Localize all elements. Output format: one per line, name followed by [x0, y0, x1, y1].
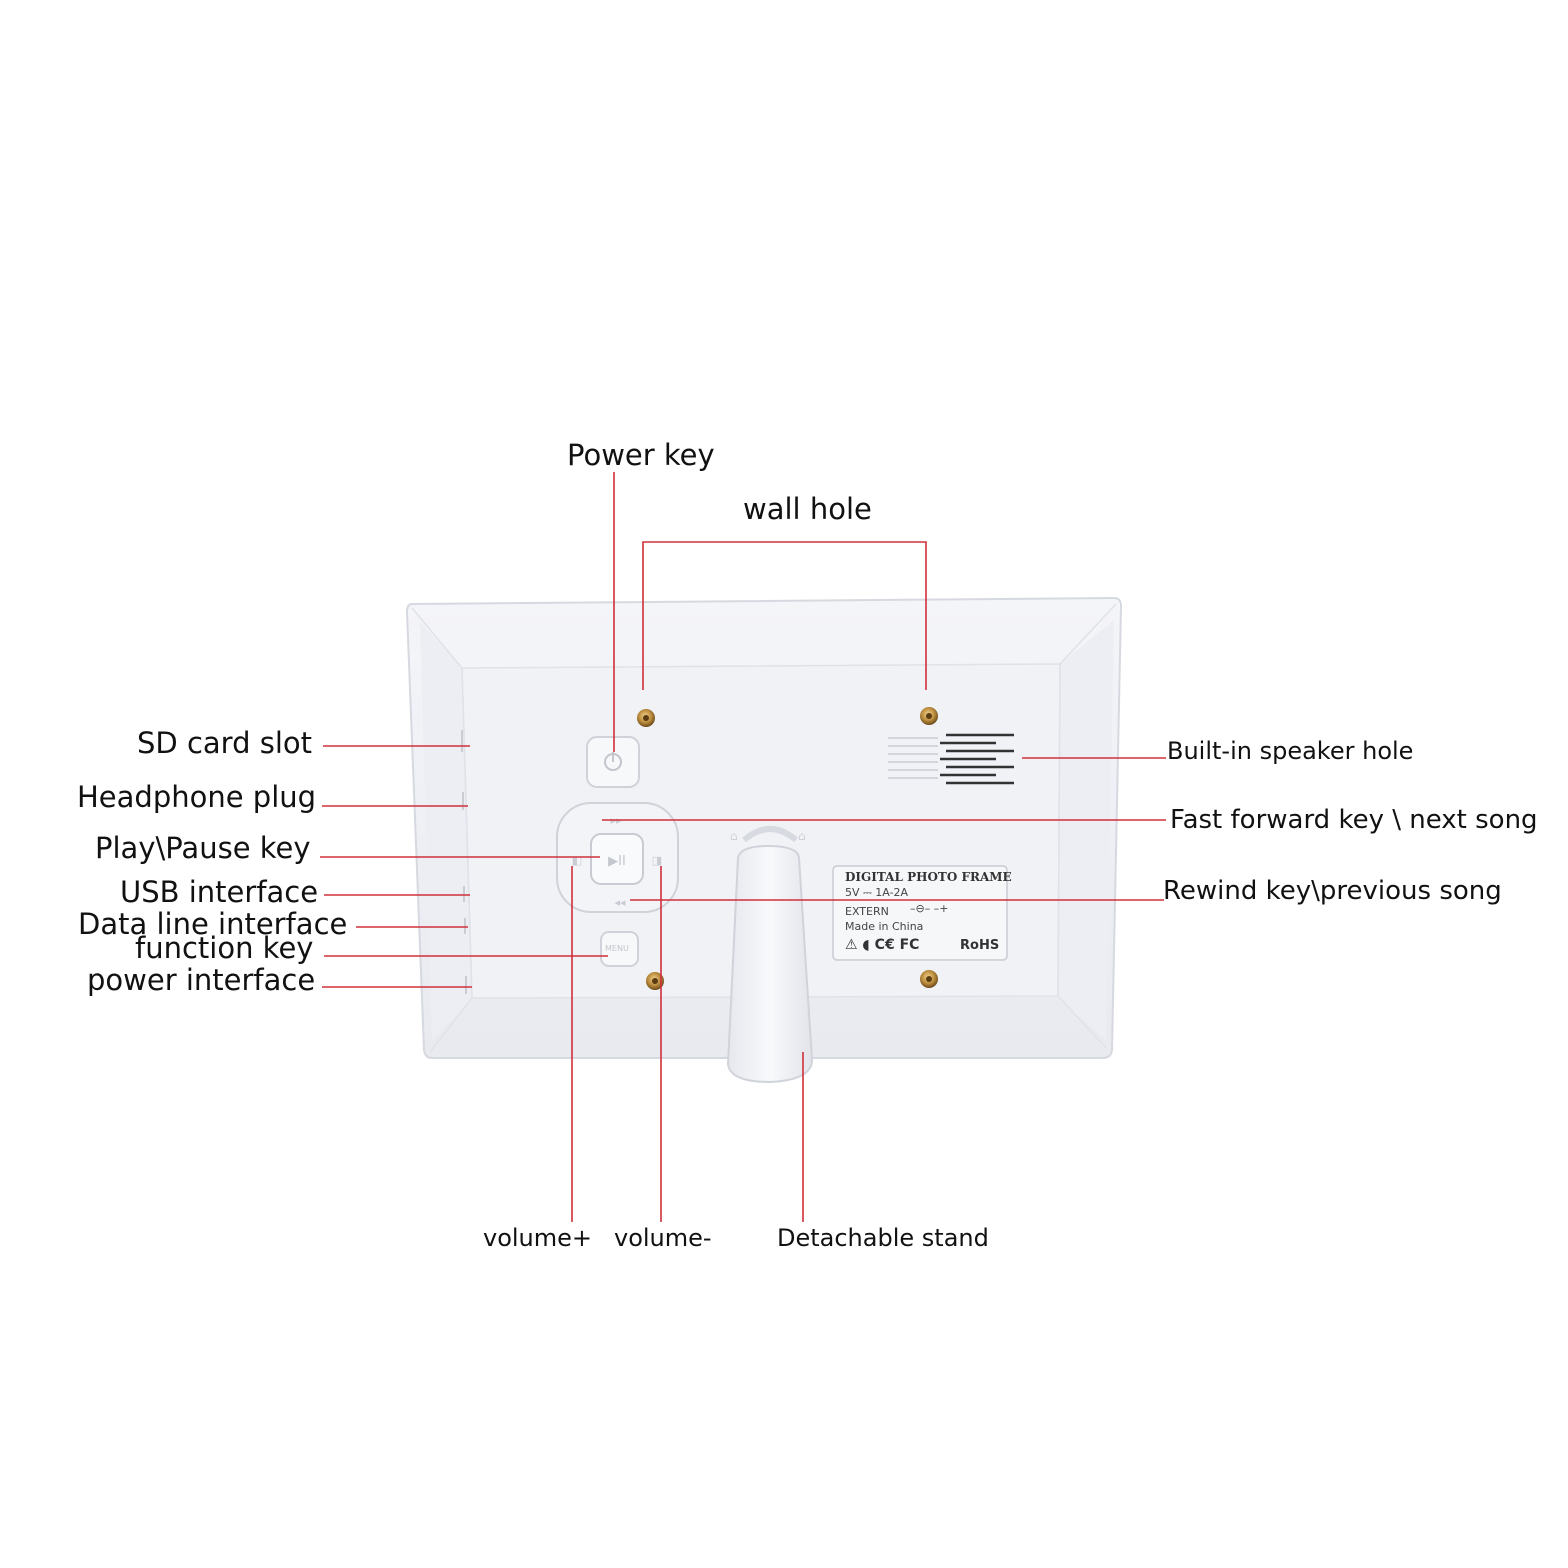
svg-text:◨: ◨: [652, 854, 662, 867]
svg-text:◧: ◧: [572, 854, 582, 867]
label-wall-hole: wall hole: [743, 492, 872, 526]
label-sd-card-slot: SD card slot: [137, 726, 312, 760]
leader-wall-hole: [642, 541, 927, 690]
spec-extern: EXTERN: [845, 905, 889, 918]
svg-text:▶II: ▶II: [608, 854, 626, 869]
label-power-interface: power interface: [87, 963, 316, 997]
spec-title: DIGITAL PHOTO FRAME: [845, 870, 1012, 884]
spec-rohs: RoHS: [960, 938, 1000, 953]
label-play-pause-key: Play\Pause key: [95, 831, 311, 865]
spec-label: [832, 865, 1008, 961]
label-volume-up: volume+: [483, 1224, 593, 1252]
spec-polarity: –⊖– –+: [910, 902, 949, 915]
label-headphone-plug: Headphone plug: [77, 780, 317, 814]
label-detachable-stand: Detachable stand: [777, 1224, 989, 1252]
label-speaker-hole: Built-in speaker hole: [1167, 737, 1414, 765]
svg-text:⌂: ⌂: [798, 829, 806, 843]
label-function-key: function key: [135, 931, 314, 965]
label-power-key: Power key: [567, 438, 715, 472]
label-volume-down: volume-: [614, 1224, 712, 1252]
detachable-stand: [726, 844, 814, 1084]
svg-text:◂◂: ◂◂: [614, 896, 626, 909]
spec-marks: ⚠ ◖ C€ FC: [845, 937, 920, 953]
label-fast-forward: Fast forward key \ next song: [1170, 805, 1538, 835]
speaker-grille: [888, 733, 1014, 785]
side-ports: [461, 730, 467, 994]
menu-button: [600, 931, 639, 967]
spec-origin: Made in China: [845, 920, 924, 933]
menu-button-label: MENU: [605, 944, 629, 953]
label-rewind: Rewind key\previous song: [1163, 876, 1502, 906]
label-data-line-interface: Data line interface: [78, 907, 348, 941]
label-usb-interface: USB interface: [120, 875, 319, 909]
svg-text:⌂: ⌂: [730, 829, 738, 843]
spec-rating: 5V ⎓ 1A-2A: [845, 886, 909, 899]
play-pause-button: [590, 833, 644, 885]
